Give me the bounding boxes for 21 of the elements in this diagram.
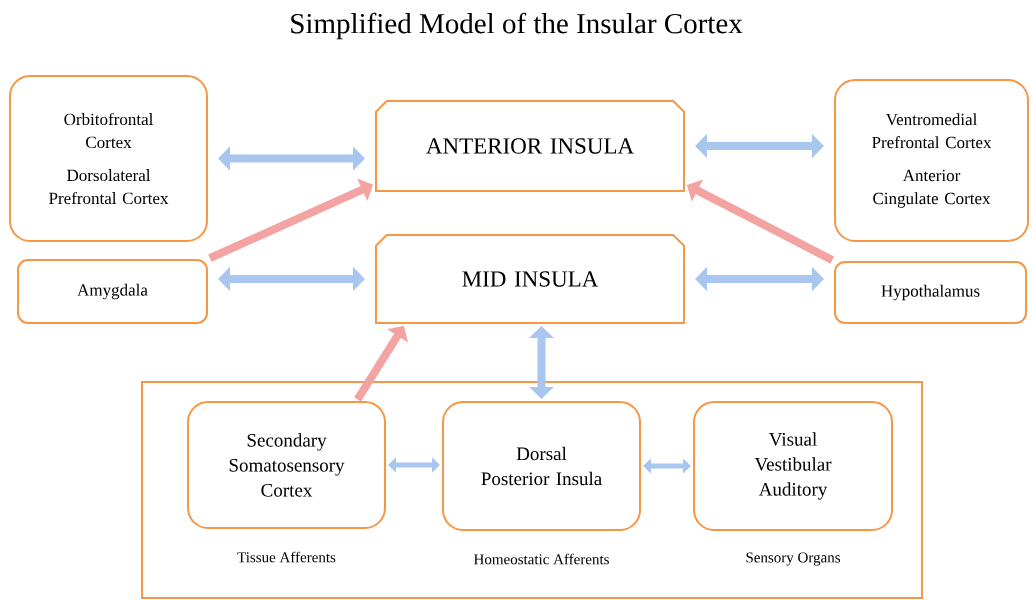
region-box: Secondary Somatosensory Cortex [187,401,386,529]
arrow [388,457,440,473]
region-box: Orbitofrontal Cortex Dorsolateral Prefrontal Cortex [9,75,208,242]
group-frame [141,381,923,599]
region-box: Hypothalamus [834,261,1027,324]
arrow [529,326,554,399]
arrow [218,146,365,171]
arrow [695,266,824,292]
arrow [695,133,824,159]
region-box: ANTERIOR INSULA [375,100,685,192]
region-box: Ventromedial Prefrontal Cortex Anterior Cingulate Cortex [834,79,1029,242]
arrow [643,458,691,474]
caption-label: Sensory Organs [746,552,840,566]
title: Simplified Model of the Insular Cortex [291,12,743,40]
arrow [218,266,365,292]
caption-label: Homeostatic Afferents [474,553,609,565]
region-box: Visual Vestibular Auditory [693,401,893,531]
region-box: MID INSULA [375,234,685,324]
region-box: Amygdala [17,259,208,324]
caption-label: Tissue Afferents [237,551,336,563]
region-box: Dorsal Posterior Insula [442,401,641,531]
